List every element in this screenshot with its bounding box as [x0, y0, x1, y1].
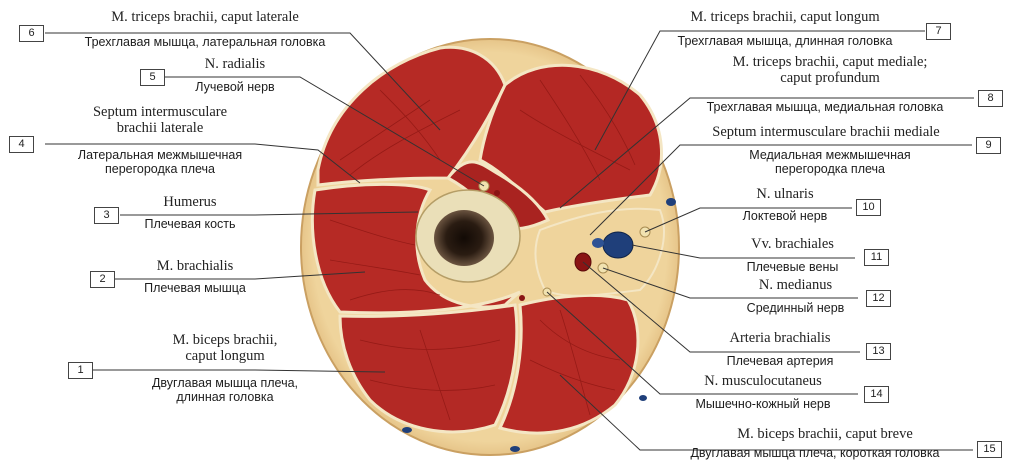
biceps-short-head	[500, 295, 638, 433]
label-number-13: 13	[866, 343, 891, 360]
label-number-12: 12	[866, 290, 891, 307]
label-11-latin: Vv. brachiales	[725, 236, 860, 252]
label-8-russian: Трехглавая мышца, медиальная головка	[675, 100, 975, 114]
label-1-russian: Двуглавая мышца плеча, длинная головка	[90, 376, 360, 404]
label-4-latin-line-1: Septum intermusculare	[40, 104, 280, 120]
radial-vessel	[494, 190, 500, 196]
label-5-russian: Лучевой нерв	[165, 80, 305, 94]
label-4-russian-line-2: перегородка плеча	[40, 162, 280, 176]
superficial-vein-right	[639, 395, 647, 401]
label-14-latin: N. musculocutaneus	[668, 373, 858, 389]
label-number-9: 9	[976, 137, 1001, 154]
label-4-russian: Латеральная межмышечная перегородка плеч…	[40, 148, 280, 176]
label-9-russian-line-1: Медиальная межмышечная	[700, 148, 960, 162]
label-2-russian: Плечевая мышца	[110, 281, 280, 295]
superficial-vein-top	[666, 198, 676, 206]
small-artery	[519, 295, 525, 301]
label-13-russian: Плечевая артерия	[700, 354, 860, 368]
label-4-russian-line-1: Латеральная межмышечная	[40, 148, 280, 162]
label-14-russian: Мышечно-кожный нерв	[668, 397, 858, 411]
label-5-latin: N. radialis	[165, 56, 305, 72]
label-number-3: 3	[94, 207, 119, 224]
label-10-russian: Локтевой нерв	[720, 209, 850, 223]
label-10-latin: N. ulnaris	[720, 186, 850, 202]
label-7-russian: Трехглавая мышца, длинная головка	[650, 34, 920, 48]
label-number-6: 6	[19, 25, 44, 42]
label-9-russian: Медиальная межмышечная перегородка плеча	[700, 148, 960, 176]
label-4-latin: Septum intermusculare brachii laterale	[40, 104, 280, 136]
label-1-latin-line-2: caput longum	[90, 348, 360, 364]
brachial-vein-small	[592, 238, 604, 248]
label-1-russian-line-1: Двуглавая мышца плеча,	[90, 376, 360, 390]
biceps-long-head	[340, 305, 517, 432]
label-6-russian: Трехглавая мышца, латеральная головка	[55, 35, 355, 49]
label-number-15: 15	[977, 441, 1002, 458]
label-4-latin-line-2: brachii laterale	[40, 120, 280, 136]
label-1-latin-line-1: M. biceps brachii,	[90, 332, 360, 348]
label-2-latin: M. brachialis	[110, 258, 280, 274]
label-number-5: 5	[140, 69, 165, 86]
label-number-4: 4	[9, 136, 34, 153]
label-8-latin: M. triceps brachii, caput mediale; caput…	[680, 54, 980, 86]
label-1-russian-line-2: длинная головка	[90, 390, 360, 404]
label-15-latin: M. biceps brachii, caput breve	[680, 426, 970, 442]
label-number-11: 11	[864, 249, 889, 266]
label-12-latin: N. medianus	[728, 277, 863, 293]
label-number-8: 8	[978, 90, 1003, 107]
label-9-russian-line-2: перегородка плеча	[700, 162, 960, 176]
label-9-latin: Septum intermusculare brachii mediale	[676, 124, 976, 140]
humerus-marrow	[434, 210, 494, 266]
label-8-latin-line-2: caput profundum	[680, 70, 980, 86]
superficial-vein-bottom-left	[402, 427, 412, 433]
label-3-latin: Humerus	[120, 194, 260, 210]
label-number-10: 10	[856, 199, 881, 216]
brachial-vein-large	[603, 232, 633, 258]
label-8-latin-line-1: M. triceps brachii, caput mediale;	[680, 54, 980, 70]
label-3-russian: Плечевая кость	[120, 217, 260, 231]
label-13-latin: Arteria brachialis	[700, 330, 860, 346]
label-1-latin: M. biceps brachii, caput longum	[90, 332, 360, 364]
label-6-latin: M. triceps brachii, caput laterale	[55, 9, 355, 25]
label-12-russian: Срединный нерв	[728, 301, 863, 315]
label-number-14: 14	[864, 386, 889, 403]
label-7-latin: M. triceps brachii, caput longum	[650, 9, 920, 25]
label-11-russian: Плечевые вены	[725, 260, 860, 274]
label-15-russian: Двуглавая мышца плеча, короткая головка	[660, 446, 970, 460]
label-number-7: 7	[926, 23, 951, 40]
superficial-vein-bottom	[510, 446, 520, 452]
